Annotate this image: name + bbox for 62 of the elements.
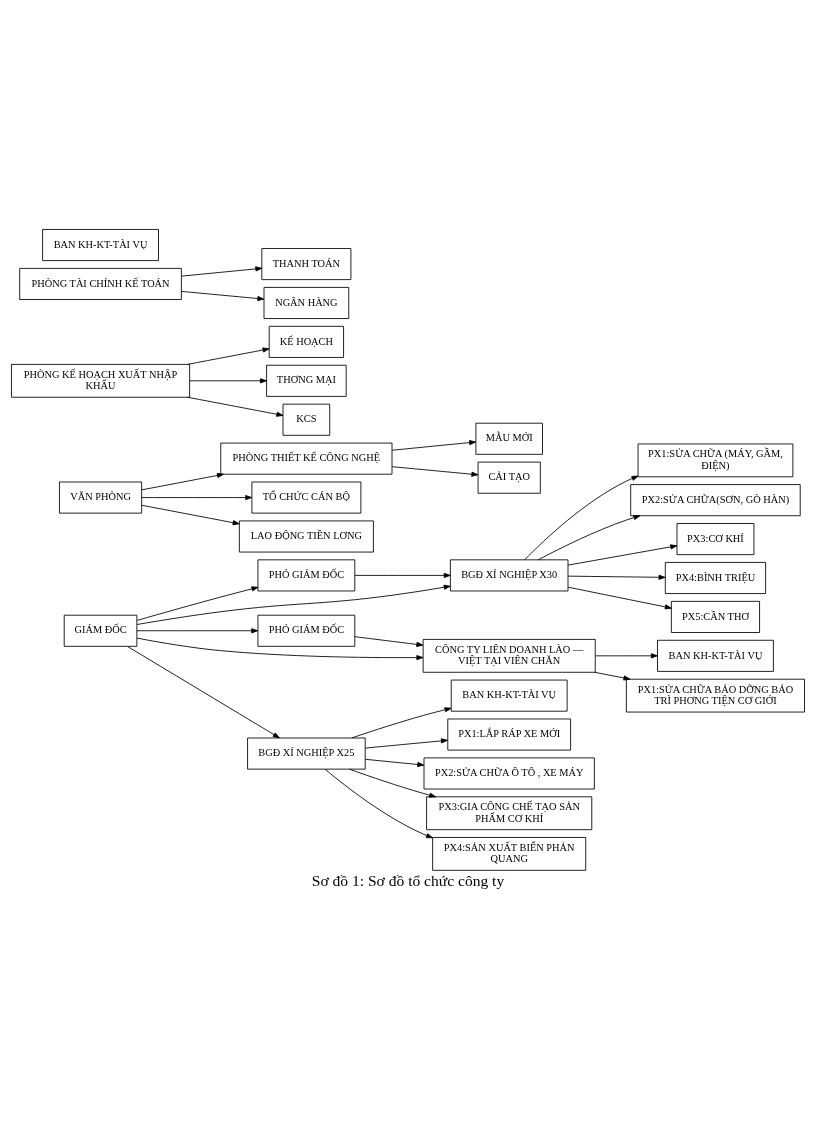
arrow <box>136 585 259 621</box>
node-box: PX1:SỬA CHỮA BẢO DỠNG BẢO TRÌ PHƠNG TIỆN CƠ GIỚI <box>625 678 805 712</box>
node-box: VĂN PHÒNG <box>59 481 143 514</box>
caption: Sơ đồ 1: Sơ đồ tổ chức công ty <box>311 871 505 889</box>
node-box: BAN KH-KT-TÀI VỤ <box>657 639 774 672</box>
arrow <box>391 439 477 451</box>
node-box: LAO ĐỘNG TIỀN LƠNG <box>238 520 374 552</box>
node-box: PHÓ GIÁM ĐỐC <box>257 558 356 591</box>
node-box: PX4:SẢN XUẤT BIỂN PHẢN QUANG <box>432 836 587 871</box>
arrow <box>141 472 224 490</box>
arrow <box>567 543 678 566</box>
arrow <box>354 572 451 578</box>
arrow <box>187 396 284 417</box>
arrow <box>136 627 259 633</box>
node-box: PX5:CẦN THƠ <box>670 600 760 633</box>
arrow <box>567 586 672 609</box>
arrow <box>141 504 240 525</box>
arrow <box>181 265 263 277</box>
arrow <box>136 584 451 625</box>
arrow <box>127 645 280 738</box>
node-box: PX4:BÌNH TRIỆU <box>664 561 767 594</box>
arrow <box>351 706 452 738</box>
node-box: GIÁM ĐỐC <box>63 614 138 647</box>
node-box: THƠNG MẠI <box>266 364 347 397</box>
node-box: KCS <box>282 403 331 436</box>
node-box: BAN KH-KT-TÀI VỤ <box>450 679 568 712</box>
arrow <box>187 346 270 365</box>
node-box: KẾ HOẠCH <box>268 325 344 358</box>
arrow <box>567 574 666 580</box>
node-box: PX3:CƠ KHÍ <box>676 522 755 555</box>
node-box: BGĐ XÍ NGHIỆP X30 <box>449 558 569 591</box>
arrow <box>594 652 658 658</box>
node-box: PHÒNG KẾ HOẠCH XUẤT NHẬP KHẨU <box>11 363 191 398</box>
arrow <box>391 465 479 477</box>
arrow <box>181 290 265 301</box>
node-box: PHÓ GIÁM ĐỐC <box>257 614 356 647</box>
arrow <box>141 494 253 500</box>
arrow <box>354 635 424 647</box>
arrow <box>365 758 425 767</box>
node-box: PHÒNG THIẾT KẾ CÔNG NGHỆ <box>220 442 393 475</box>
node-box: BAN KH-KT-TÀI VỤ <box>42 228 159 261</box>
node-box: TỔ CHỨC CÁN BỘ <box>251 481 362 514</box>
arrow <box>189 377 267 383</box>
node-box: MẪU MỚI <box>475 422 543 455</box>
node-box: PHÒNG TÀI CHÍNH KẾ TOÁN <box>19 267 182 300</box>
arrow <box>136 637 424 660</box>
node-box: PX1:LẮP RÁP XE MỚI <box>447 718 571 751</box>
arrow <box>524 475 639 560</box>
node-box: PX2:SỬA CHỮA Ô TÔ , XE MÁY <box>423 756 595 789</box>
node-box: BGĐ XÍ NGHIỆP X25 <box>247 737 366 770</box>
node-box: PX2:SỬA CHỮA(SƠN, GÒ HÀN) <box>630 483 801 516</box>
node-box: CẢI TẠO <box>477 461 541 494</box>
arrow <box>324 768 433 838</box>
node-box: PX3:GIA CÔNG CHẾ TẠO SẢN PHẨM CƠ KHÍ <box>426 795 593 830</box>
node-box: NGÂN HÀNG <box>263 286 350 319</box>
node-box: PX1:SỬA CHỮA (MÁY, GẦM, ĐIỆN) <box>637 443 794 477</box>
arrow <box>594 671 631 680</box>
arrow <box>537 514 641 560</box>
node-box: CÔNG TY LIÊN DOANH LÀO — VIỆT TẠI VIÊN CHĂN <box>422 638 596 673</box>
arrow <box>365 737 448 748</box>
node-box: THANH TOÁN <box>261 247 352 280</box>
arrow <box>348 768 437 798</box>
